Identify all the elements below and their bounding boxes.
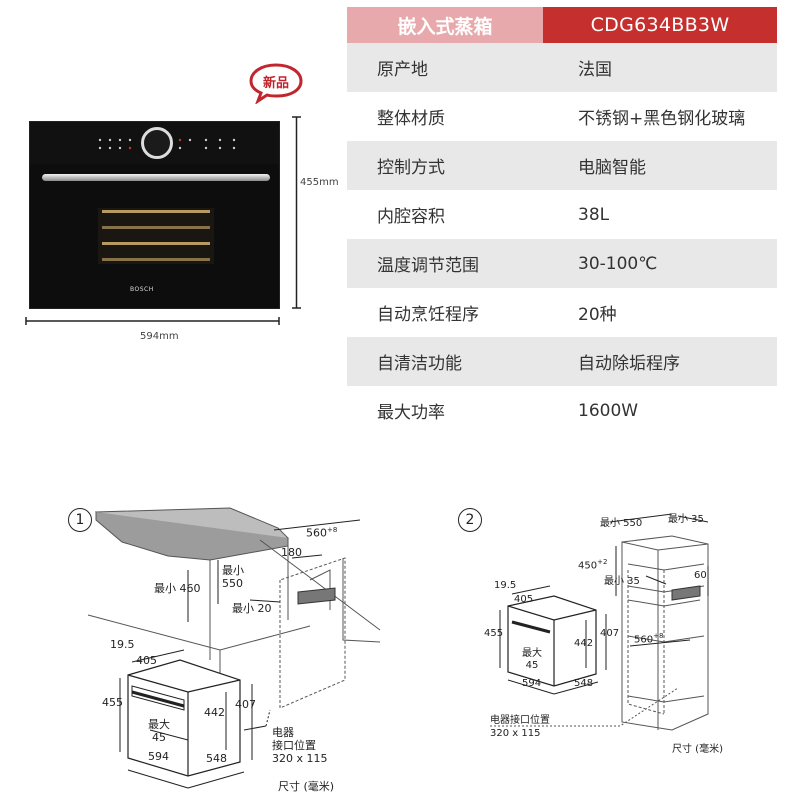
spec-row: 原产地 法国 [347,43,777,92]
door-handle [42,174,270,181]
spec-rows: 原产地 法国 整体材质 不锈钢+黑色钢化玻璃 控制方式 电脑智能 内腔容积 38… [347,43,777,435]
d594-label: 594 [148,750,169,763]
spec-value: 法国 [578,60,612,80]
spec-value: 电脑智能 [578,158,646,178]
height-dimension-line [292,116,301,309]
d405-label: 405 [514,594,534,605]
unit-label: 尺寸 (毫米) [672,744,723,755]
width-dimension-line [25,317,280,325]
control-panel [30,122,279,164]
max45-label: 最大 45 [148,718,170,744]
rack-rail [102,242,210,245]
spec-row: 最大功率 1600W [347,386,777,435]
product-panel: 新品 BOSCH [0,0,345,450]
spec-key: 自动烹饪程序 [377,305,479,325]
new-badge: 新品 [248,62,304,105]
d407-label: 407 [600,628,620,639]
spec-table: 嵌入式蒸箱 CDG634BB3W 原产地 法国 整体材质 不锈钢+黑色钢化玻璃 … [347,7,777,435]
d560-label: 560+8 [634,632,664,646]
d180-label: 180 [281,546,302,559]
d560-label: 560+8 [306,526,338,540]
spec-value: 不锈钢+黑色钢化玻璃 [578,109,746,129]
d548-label: 548 [206,752,227,765]
spec-key: 控制方式 [377,158,445,178]
diagram-1-number: 1 [68,508,92,532]
d407-label: 407 [235,698,256,711]
spec-value: 自动除垢程序 [578,354,680,374]
rack-rail [102,226,210,229]
spec-row: 自动烹饪程序 20种 [347,288,777,337]
spec-key: 自清洁功能 [377,354,462,374]
installation-diagram-2: 2 最小 550 最小 35 450+2 最小 35 60 19.5 405 4… [450,500,750,760]
min550-label: 最小 550 [222,564,244,590]
min20-label: 最小 20 [232,602,272,615]
speech-bubble-icon [249,63,303,105]
diagram-2-number: 2 [458,508,482,532]
d405-label: 405 [136,654,157,667]
max45-label: 最大 45 [522,648,542,671]
rack-rail [102,210,210,213]
min35-mid-label: 最小 35 [604,576,640,587]
unit-label: 尺寸 (毫米) [278,780,335,793]
socket-position-label: 电器接口位置 320 x 115 [490,715,550,739]
spec-header-title: 嵌入式蒸箱 [347,7,543,43]
d19-5-label: 19.5 [110,638,135,651]
left-touch-icons [98,138,132,150]
brand-logo: BOSCH [130,286,154,293]
spec-value: 20种 [578,305,617,325]
rack-rail [102,258,210,261]
installation-diagram-1: 1 560+8 180 最小 460 最小 550 最小 20 19.5 405… [60,500,400,800]
spec-value: 30-100℃ [578,253,658,274]
d60-label: 60 [694,570,707,581]
spec-row: 整体材质 不锈钢+黑色钢化玻璃 [347,92,777,141]
spec-header: 嵌入式蒸箱 CDG634BB3W [347,7,777,43]
spec-header-model: CDG634BB3W [543,7,777,43]
d594-label: 594 [522,678,542,689]
oven-window [98,208,214,264]
width-label: 594mm [140,331,179,342]
spec-row: 内腔容积 38L [347,190,777,239]
d450-label: 450+2 [578,558,608,572]
diagram-1-drawing [87,507,381,789]
min460-label: 最小 460 [154,582,201,595]
spec-key: 温度调节范围 [377,256,479,276]
spec-key: 最大功率 [377,403,445,423]
spec-key: 整体材质 [377,109,445,129]
d442-label: 442 [204,706,225,719]
spec-value: 38L [578,204,610,225]
d455-label: 455 [102,696,123,709]
spec-row: 温度调节范围 30-100℃ [347,239,777,288]
badge-label: 新品 [262,76,289,91]
right-touch-icons [178,138,236,150]
height-label: 455mm [300,177,339,188]
d19-5-label: 19.5 [494,580,517,591]
d442-label: 442 [574,638,594,649]
d455-label: 455 [484,628,504,639]
oven-image: BOSCH [29,121,280,309]
min550-label: 最小 550 [600,518,643,529]
spec-row: 自清洁功能 自动除垢程序 [347,337,777,386]
d548-label: 548 [574,678,594,689]
spec-row: 控制方式 电脑智能 [347,141,777,190]
min35-top-label: 最小 35 [668,514,704,525]
spec-key: 原产地 [377,60,428,80]
control-dial [141,127,173,159]
spec-value: 1600W [578,400,639,421]
spec-key: 内腔容积 [377,207,445,227]
diagram-2-drawing [490,513,709,731]
socket-position-label: 电器 接口位置 320 x 115 [272,726,328,765]
